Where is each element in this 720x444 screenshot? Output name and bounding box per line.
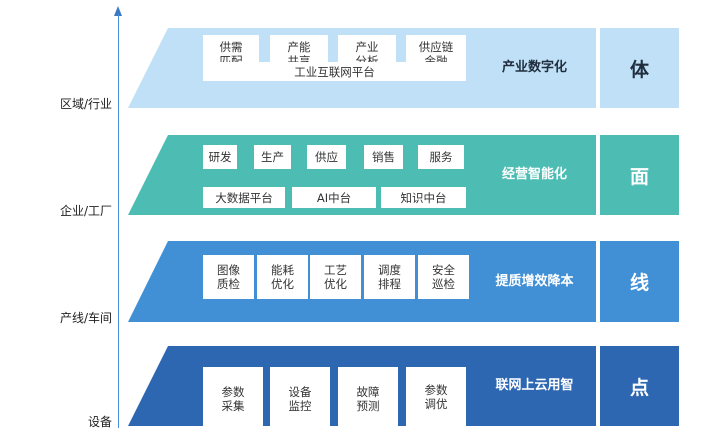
capability-card-text: 监控 xyxy=(288,399,312,413)
capability-card-text: 质检 xyxy=(217,277,240,291)
axis-label-device: 设备 xyxy=(87,415,112,429)
layer-title: 产业数字化 xyxy=(501,60,567,75)
capability-card: 参数采集 xyxy=(203,367,263,431)
capability-card-text: 优化 xyxy=(324,277,347,291)
layer-level-tag: 线 xyxy=(600,241,679,322)
capability-card-text: 产业 xyxy=(355,39,379,54)
axis-label-enterprise: 企业/工厂 xyxy=(59,204,112,218)
capability-card: 安全巡检 xyxy=(418,255,469,299)
capability-card-text: 预测 xyxy=(356,399,380,413)
axis-arrow-icon xyxy=(114,6,122,16)
vertical-axis xyxy=(118,14,119,428)
capability-card-text: 服务 xyxy=(429,150,453,164)
capability-card-text: 调度 xyxy=(378,263,401,277)
capability-card-text: 排程 xyxy=(378,277,401,291)
layer-title: 提质增效降本 xyxy=(495,273,574,289)
capability-card: 图像质检 xyxy=(203,255,254,299)
capability-card-text: 供应链 xyxy=(418,39,454,54)
layer-level-tag: 点 xyxy=(600,346,679,426)
layer-mian: 研发 生产 供应 销售 服务大数据平台 AI中台知识中台 经营智能化 面 xyxy=(0,135,720,215)
capability-card-text: 采集 xyxy=(221,399,245,413)
capability-card-text: 参数 xyxy=(221,385,245,399)
platform-bar: 大数据平台 xyxy=(203,187,285,208)
capability-card: 能耗优化 xyxy=(257,255,308,299)
platform-bar: 知识中台 xyxy=(381,187,466,208)
capability-card-text: 研发 xyxy=(208,150,232,164)
capability-card: 故障预测 xyxy=(338,367,398,431)
capability-card-text: 巡检 xyxy=(432,277,455,291)
layer-xian: 图像质检能耗优化工艺优化调度排程安全巡检提质增效降本线 xyxy=(0,241,720,322)
layer-level-tag: 体 xyxy=(600,28,679,108)
layer-dian: 参数采集设备监控故障预测参数调优联网上云用智点 xyxy=(0,346,720,431)
capability-card-text: 设备 xyxy=(288,385,312,399)
capability-card: 工艺优化 xyxy=(310,255,361,299)
capability-card-text: 图像 xyxy=(217,263,240,277)
capability-card: 供应 xyxy=(307,145,346,169)
capability-card-text: 供需 xyxy=(219,39,243,54)
capability-card: 服务 xyxy=(418,145,464,169)
capability-card-text: 安全 xyxy=(432,263,455,277)
capability-card: 销售 xyxy=(364,145,403,169)
capability-card-text: 产能 xyxy=(287,39,311,54)
capability-card-text: 供应 xyxy=(315,150,338,164)
capability-card-text: 能耗 xyxy=(271,263,294,277)
platform-bar: AI中台 xyxy=(292,187,376,208)
capability-card: 生产 xyxy=(254,145,291,169)
axis-label-line: 产线/车间 xyxy=(59,311,112,325)
capability-card: 参数调优 xyxy=(406,367,466,427)
capability-card-text: 故障 xyxy=(356,385,380,399)
capability-card-text: 参数 xyxy=(424,383,448,397)
layer-title: 经营智能化 xyxy=(501,167,567,182)
capability-card-text: 生产 xyxy=(261,150,284,164)
layer-title: 联网上云用智 xyxy=(495,378,574,393)
capability-card-text: 工艺 xyxy=(324,263,347,277)
capability-card-text: 销售 xyxy=(372,150,395,164)
capability-card-text: 调优 xyxy=(424,397,448,411)
platform-bar: 工业互联网平台 xyxy=(203,62,466,81)
capability-card: 设备监控 xyxy=(270,367,330,431)
capability-card-text: 优化 xyxy=(271,277,294,291)
layer-level-tag: 面 xyxy=(600,135,679,215)
layer-ti: 供需匹配产能共享产业分析供应链金融工业互联网平台产业数字化体 xyxy=(0,28,720,108)
capability-card: 调度排程 xyxy=(364,255,415,299)
capability-card: 研发 xyxy=(203,145,237,169)
axis-label-region: 区域/行业 xyxy=(59,97,112,111)
